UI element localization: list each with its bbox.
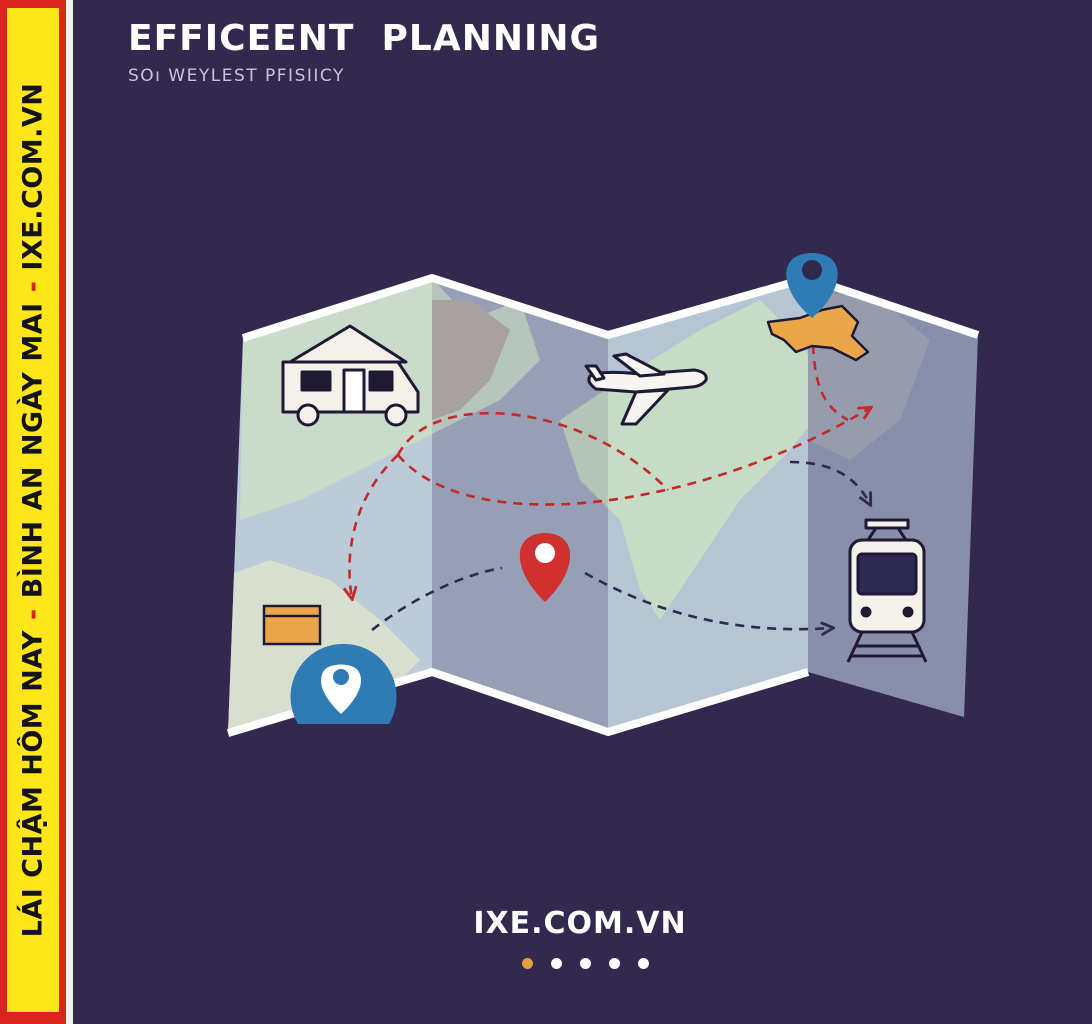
route-to-east (397, 408, 870, 506)
carousel-dot-2[interactable] (551, 958, 562, 969)
side-banner: LÁI CHẬM HÔM NAY-BÌNH AN NGÀY MAI-IXE.CO… (0, 0, 66, 1024)
map-top-edge (241, 274, 980, 342)
carousel-dot-3[interactable] (580, 958, 591, 969)
rv-camper-icon (281, 324, 420, 427)
carousel-dot-4[interactable] (609, 958, 620, 969)
airplane-icon (584, 352, 708, 426)
page-title: EFFICEENT PLANNING (128, 18, 601, 59)
brand-footer: IXE.COM.VN (473, 906, 687, 941)
location-pin-icon (519, 533, 571, 602)
route-down-left (349, 454, 399, 598)
route-to-train-top (789, 460, 870, 504)
train-icon (846, 518, 928, 663)
continent-brown (432, 300, 510, 420)
folder-icon (262, 604, 322, 646)
carousel-dot-1[interactable] (522, 958, 533, 969)
carousel-dots (522, 958, 649, 969)
carousel-dot-5[interactable] (638, 958, 649, 969)
route-center-to-train (584, 571, 832, 629)
navy-routes (371, 460, 870, 632)
banner-divider (66, 0, 73, 1024)
red-routes (349, 344, 870, 598)
side-banner-panel: LÁI CHẬM HÔM NAY-BÌNH AN NGÀY MAI-IXE.CO… (7, 8, 59, 1012)
location-pin-icon (290, 643, 397, 724)
location-pin-icon (786, 253, 838, 318)
destination-region (766, 253, 870, 362)
page-subtitle: SOı WEYLEST PFISIICY (128, 66, 345, 86)
route-loop (396, 411, 669, 491)
route-pin-to-center (371, 566, 503, 632)
